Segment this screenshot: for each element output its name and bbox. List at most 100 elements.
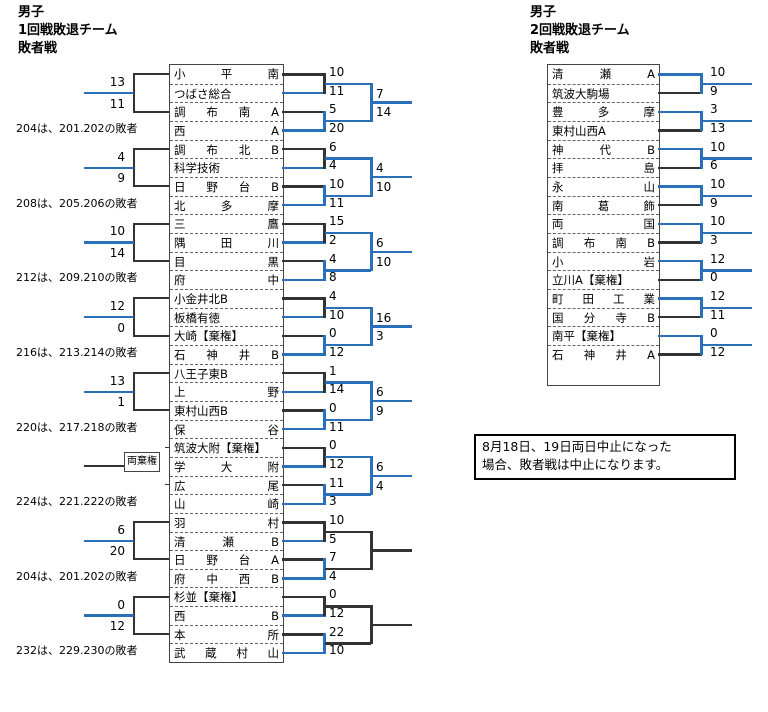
team-cell: 八王子東B [170, 363, 283, 383]
bracket-line [700, 73, 703, 94]
team-cell: 南葛飾 [548, 195, 659, 215]
team-cell: 上野 [170, 382, 283, 401]
bracket-line [282, 427, 326, 431]
bracket-line [325, 567, 371, 571]
bracket-line [372, 175, 412, 179]
team-cell: 山崎 [170, 494, 283, 513]
round1-score: 5 [329, 531, 337, 546]
team-cell: 小金井北B [170, 288, 283, 308]
notice-line1: 8月18日、19日両日中止になった [482, 439, 672, 454]
round2-score: 3 [376, 329, 384, 344]
loser-score: 12 [109, 299, 125, 314]
bracket-line [370, 455, 373, 496]
bracket-line [282, 278, 326, 282]
round2-loser-score: 0 [710, 270, 718, 285]
bracket-line [134, 595, 169, 598]
bracket-line [134, 222, 169, 225]
bracket-line [323, 633, 326, 654]
bracket-line [702, 157, 752, 160]
team-cell: 府中 [170, 270, 283, 289]
bracket-line [282, 577, 326, 580]
round1-score: 2 [329, 232, 337, 247]
loser-score: 0 [117, 320, 125, 335]
round2-loser-score: 10 [710, 139, 726, 154]
round2-loser-score: 10 [710, 65, 726, 79]
bracket-line [370, 306, 373, 346]
bracket-line [133, 297, 135, 337]
bracket-line [658, 334, 702, 338]
bracket-line [323, 409, 326, 430]
round2-score: 6 [376, 235, 384, 250]
round1-score: 0 [329, 400, 337, 415]
round1-score: 4 [329, 288, 337, 303]
bracket-line [282, 259, 326, 263]
bracket-line [323, 147, 326, 169]
bracket-line [325, 381, 371, 384]
bracket-line [282, 334, 326, 338]
bracket-line [325, 119, 371, 123]
bracket-line [372, 101, 412, 104]
bracket-line [84, 614, 134, 617]
bracket-line [134, 297, 169, 300]
bracket-line [325, 306, 371, 310]
team-cell: 杉並【棄権】 [170, 587, 283, 606]
round2-score: 6 [376, 385, 384, 400]
bracket-line [702, 82, 752, 86]
bracket-line [282, 185, 326, 188]
bracket-line [700, 110, 703, 132]
loser-score: 20 [109, 544, 125, 559]
match-note: 204は、201.202の敗者 [16, 121, 138, 135]
match-note: 208は、205.206の敗者 [16, 196, 138, 210]
team-cell: つばさ総合 [170, 83, 283, 103]
bracket-line [84, 166, 134, 170]
team-cell: 三鷹 [170, 214, 283, 233]
bracket-line [84, 315, 134, 319]
bracket-line [282, 297, 326, 300]
loser-score: 0 [117, 597, 125, 612]
team-cell: 目黒 [170, 251, 283, 271]
team-cell: 小岩 [548, 251, 659, 271]
bracket-line [282, 147, 326, 151]
bracket-line [134, 73, 169, 76]
bracket-line [282, 203, 326, 207]
bracket-line [325, 530, 371, 533]
round1-score: 11 [329, 475, 345, 490]
bracket-line [323, 334, 326, 356]
bracket-line [282, 91, 326, 95]
round1-score: 4 [329, 251, 337, 266]
left-title-line2: 1回戦敗退チーム [18, 23, 118, 38]
round1-score: 15 [329, 214, 345, 229]
bracket-line [134, 409, 169, 412]
bracket-line [370, 82, 373, 122]
left-title-line3: 敗者戦 [18, 41, 58, 56]
round2-loser-score: 12 [710, 251, 726, 266]
bracket-line [84, 390, 134, 394]
bracket-line [282, 521, 326, 524]
round2-score: 16 [376, 310, 392, 325]
bracket-line [84, 91, 134, 95]
bracket-line [325, 642, 371, 645]
bracket-line [282, 633, 326, 636]
bracket-line [282, 390, 326, 394]
bracket-line [282, 502, 326, 505]
bracket-line [282, 446, 326, 450]
round2-loser-score: 9 [710, 195, 718, 210]
bracket-line [370, 157, 373, 197]
bracket-line [658, 166, 702, 170]
bracket-line [282, 371, 326, 375]
bracket-line [325, 194, 371, 198]
match-note: 212は、209.210の敗者 [16, 271, 138, 285]
bracket-line [658, 297, 702, 300]
round1-score: 11 [329, 419, 345, 434]
left-title: 男子 1回戦敗退チーム 敗者戦 [18, 4, 118, 58]
team-cell: 学大附 [170, 456, 283, 476]
bracket-line [134, 110, 169, 113]
round2-loser-score: 12 [710, 344, 726, 359]
team-cell: 北多摩 [170, 195, 283, 215]
